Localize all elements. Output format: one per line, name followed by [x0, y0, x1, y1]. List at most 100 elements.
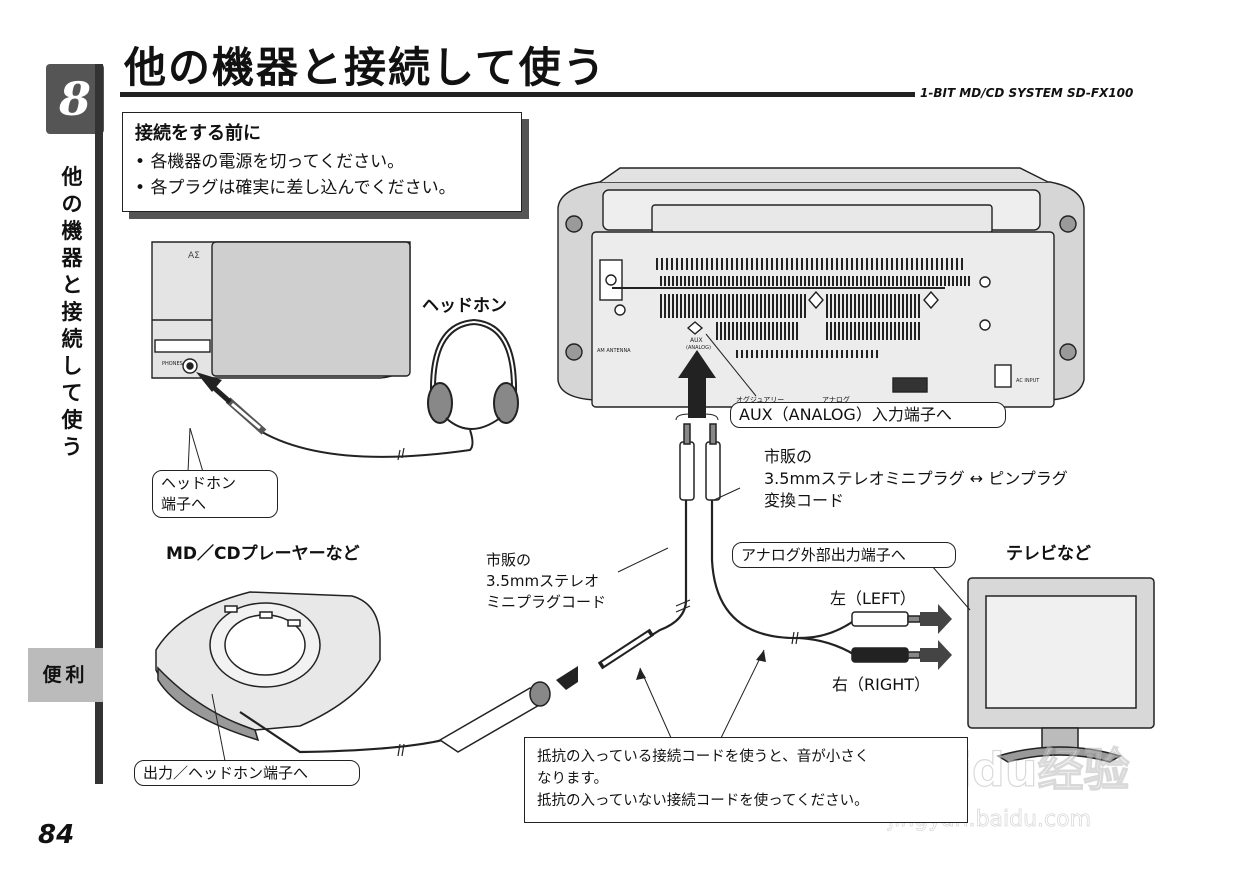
chapter-number-badge: 8 — [46, 64, 104, 134]
vent-slot — [768, 294, 770, 318]
vent-slot — [952, 276, 954, 286]
vent-slot — [871, 258, 873, 270]
vent-slot — [862, 322, 864, 340]
vent-slot — [704, 276, 706, 286]
vent-slot — [752, 294, 754, 318]
vent-slot — [712, 276, 714, 286]
vent-slot — [791, 350, 793, 358]
vent-slot — [850, 322, 852, 340]
vent-slot — [826, 322, 828, 340]
vent-slot — [836, 276, 838, 286]
vent-slot — [661, 258, 663, 270]
page-title: 他の機器と接続して使う — [124, 43, 607, 92]
vent-slot — [751, 350, 753, 358]
vent-slot — [796, 276, 798, 286]
main-unit-illustration — [557, 167, 1085, 408]
vent-slot — [891, 258, 893, 270]
vent-slot — [894, 322, 896, 340]
vent-slot — [892, 276, 894, 286]
vent-slot — [816, 350, 818, 358]
vent-slot — [760, 294, 762, 318]
left-arrow — [920, 604, 952, 634]
vent-slot — [731, 258, 733, 270]
vent-slot — [844, 276, 846, 286]
vent-slot — [870, 322, 872, 340]
vent-slot — [834, 294, 836, 318]
vent-slot — [918, 322, 920, 340]
vent-slot — [826, 294, 828, 318]
vent-slot — [816, 276, 818, 286]
vent-slot — [876, 350, 878, 358]
vent-slot — [854, 294, 856, 318]
vent-slot — [800, 276, 802, 286]
vent-slot — [871, 350, 873, 358]
vent-slot — [724, 294, 726, 318]
vent-slot — [901, 258, 903, 270]
vent-slot — [776, 276, 778, 286]
vent-slot — [736, 294, 738, 318]
vent-slot — [894, 294, 896, 318]
vent-slot — [800, 294, 802, 318]
vent-slot — [716, 258, 718, 270]
headphones-illustration — [427, 318, 519, 430]
vent-slot — [728, 276, 730, 286]
vent-slot — [792, 294, 794, 318]
vent-slot — [886, 294, 888, 318]
vent-slot — [756, 294, 758, 318]
vent-slot — [788, 294, 790, 318]
vent-slot — [746, 350, 748, 358]
vent-slot — [861, 258, 863, 270]
vent-slot — [906, 258, 908, 270]
vent-slot — [781, 258, 783, 270]
vent-slot — [866, 350, 868, 358]
headphones-label: ヘッドホン — [422, 296, 507, 316]
phones-mark: PHONES — [162, 361, 183, 367]
vent-slot — [696, 294, 698, 318]
vent-slot — [706, 258, 708, 270]
vent-slot — [876, 276, 878, 286]
vent-slot — [840, 276, 842, 286]
aux-jack-callout: AUX（ANALOG）入力端子へ — [730, 402, 1006, 428]
vent-slot — [692, 276, 694, 286]
vent-slot — [831, 258, 833, 270]
vent-slot — [756, 258, 758, 270]
model-label: 1-BIT MD/CD SYSTEM SD-FX100 — [920, 86, 1134, 100]
vent-slot — [708, 276, 710, 286]
vent-slot — [728, 294, 730, 318]
vent-slot — [866, 294, 868, 318]
vent-slot — [968, 276, 970, 286]
vent-slot — [756, 276, 758, 286]
vent-slot — [708, 294, 710, 318]
vent-slot — [884, 276, 886, 286]
vent-slot — [696, 258, 698, 270]
vent-slot — [766, 350, 768, 358]
vent-slot — [716, 322, 718, 340]
vent-slot — [832, 276, 834, 286]
vent-slot — [820, 276, 822, 286]
vent-slot — [744, 322, 746, 340]
vent-slot — [864, 276, 866, 286]
vent-slot — [856, 258, 858, 270]
vent-slot — [768, 322, 770, 340]
vent-slot — [796, 294, 798, 318]
vent-slot — [806, 350, 808, 358]
vent-slot — [726, 258, 728, 270]
vent-slot — [850, 294, 852, 318]
vent-slot — [906, 294, 908, 318]
vent-slot — [921, 258, 923, 270]
title-rule — [120, 92, 915, 97]
vent-slot — [928, 276, 930, 286]
vent-slot — [826, 258, 828, 270]
right-channel-label: 右（RIGHT） — [832, 675, 931, 694]
vent-slot — [780, 294, 782, 318]
vent-slot — [821, 350, 823, 358]
vent-slot — [780, 322, 782, 340]
vent-slot — [902, 294, 904, 318]
vent-slot — [744, 294, 746, 318]
vent-slot — [951, 258, 953, 270]
vent-slot — [874, 322, 876, 340]
vent-slot — [806, 258, 808, 270]
vent-slot — [691, 258, 693, 270]
vent-slot — [781, 350, 783, 358]
analog-ruby: アナログ — [822, 396, 850, 404]
